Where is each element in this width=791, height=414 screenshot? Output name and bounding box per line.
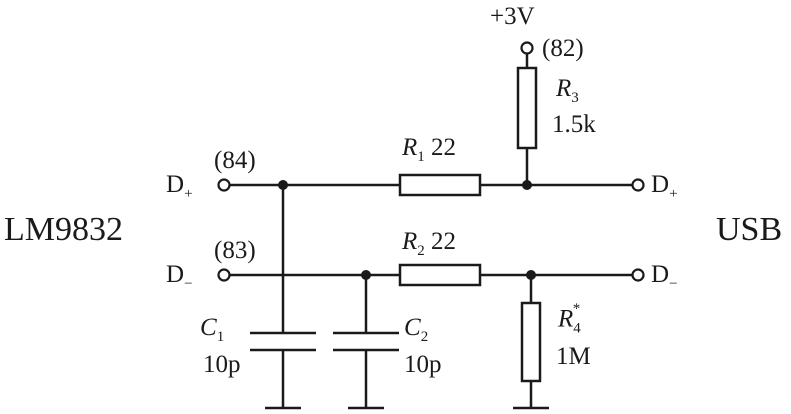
d-plus-left-letter: D (166, 171, 185, 198)
c2-index: 2 (420, 329, 429, 345)
d-plus-right-sub: + (669, 186, 678, 202)
r1-name: R (402, 134, 418, 161)
r2-value: 22 (431, 228, 457, 255)
r1-index: 1 (417, 149, 425, 165)
d-minus-left-letter: D (166, 261, 185, 288)
terminal-d-minus-left (217, 268, 231, 282)
c1-value: 10p (203, 351, 241, 378)
d-plus-right-letter: D (651, 171, 670, 198)
r2-label: R2 22 (402, 229, 456, 259)
supply-label: +3V (490, 3, 535, 30)
d-minus-left-label: D− (166, 262, 193, 292)
junction-d-minus-right (526, 270, 536, 280)
r4-name: R (558, 305, 574, 333)
r4-label: R4 * (558, 302, 581, 337)
r4-value: 1M (556, 343, 591, 370)
c1-index: 1 (216, 329, 225, 345)
r2-body (398, 263, 482, 287)
d-minus-left-sub: − (184, 276, 193, 292)
d-minus-right-letter: D (651, 261, 670, 288)
r4-index: 4 (573, 320, 581, 337)
r3-index: 3 (571, 90, 579, 106)
r2-name: R (402, 228, 418, 255)
d-plus-right-label: D+ (651, 172, 678, 202)
d-plus-left-label: D+ (166, 172, 193, 202)
terminal-d-plus-left (217, 178, 231, 192)
r1-label: R1 22 (402, 135, 456, 165)
terminal-supply (520, 41, 534, 55)
d-plus-left-sub: + (184, 186, 193, 202)
terminal-d-minus-right (631, 268, 645, 282)
junction-d-minus-left (361, 270, 371, 280)
usb-label: USB (716, 211, 783, 248)
r2-index: 2 (417, 243, 425, 259)
c2-value: 10p (404, 351, 442, 378)
terminal-d-plus-right (631, 178, 645, 192)
r4-body (520, 301, 542, 383)
c2-name: C (404, 314, 421, 341)
r3-name: R (556, 75, 572, 102)
chip-label: LM9832 (4, 211, 123, 248)
c2-label: C2 (404, 315, 428, 345)
r3-value: 1.5k (552, 111, 596, 138)
pin-82-label: (82) (542, 35, 584, 62)
r1-body (398, 173, 482, 197)
junction-d-plus-right (522, 180, 532, 190)
junction-d-plus-left (278, 180, 288, 190)
d-minus-right-label: D− (651, 262, 678, 292)
pin-84-label: (84) (214, 147, 256, 174)
c1-label: C1 (200, 315, 224, 345)
pin-83-label: (83) (214, 237, 256, 264)
r3-body (516, 66, 538, 150)
d-minus-right-sub: − (669, 276, 678, 292)
r4-mark: * (572, 301, 581, 317)
r3-label: R3 (556, 76, 579, 106)
c1-name: C (200, 314, 217, 341)
r1-value: 22 (431, 134, 457, 161)
